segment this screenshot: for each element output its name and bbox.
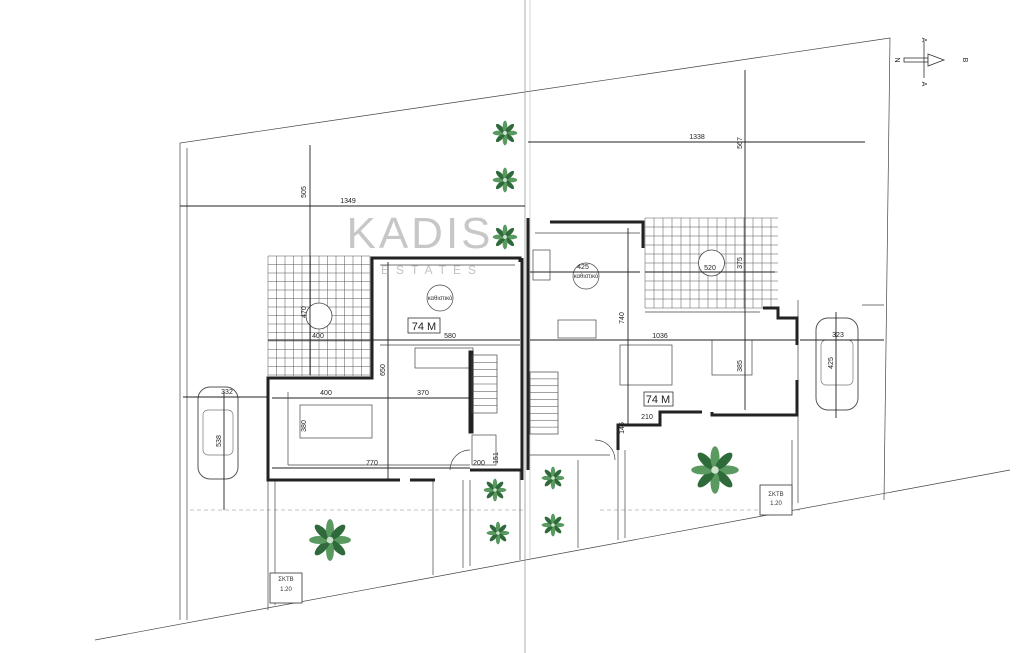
svg-text:N: N — [893, 57, 900, 62]
dim-left-house-depth: 650 — [380, 364, 387, 376]
svg-text:1.20: 1.20 — [280, 587, 292, 593]
tree-icon — [483, 478, 507, 502]
svg-text:ΣΚΤΒ: ΣΚΤΒ — [768, 492, 783, 498]
dim-left-parking-width: 332 — [221, 389, 233, 396]
dim-left-wc-width: 200 — [473, 460, 485, 467]
trees — [309, 120, 739, 561]
svg-text:ΣΚΤΒ: ΣΚΤΒ — [278, 577, 293, 583]
north-arrow-icon: N B A A — [893, 38, 968, 87]
dim-left-total-width: 770 — [366, 460, 378, 467]
tree-icon — [541, 513, 565, 537]
tree-icon — [541, 466, 565, 490]
left-house-walls — [266, 256, 524, 482]
dim-left-kitchen-depth: 380 — [301, 420, 308, 432]
dim-right-terrace-width: 520 — [704, 265, 716, 272]
tree-icon — [492, 120, 518, 146]
dim-left-plot-depth: 505 — [301, 186, 308, 198]
terrace-right — [644, 217, 778, 309]
dimension-lines — [180, 70, 884, 510]
dim-right-plot-depth: 567 — [737, 137, 744, 149]
svg-text:KADIS: KADIS — [346, 209, 493, 258]
dim-right-kitchen-depth: 385 — [737, 360, 744, 372]
dim-left-living-width: 580 — [444, 333, 456, 340]
tree-icon — [691, 446, 739, 494]
plot-boundary — [94, 0, 1011, 653]
room-label-right: καθιστικό — [574, 273, 599, 280]
svg-text:74 M: 74 M — [646, 394, 670, 406]
svg-text:A: A — [920, 82, 927, 87]
dimension-labels: 1349 505 470 400 580 650 400 370 380 770… — [216, 134, 844, 467]
room-label-left: καθιστικό — [428, 295, 453, 302]
sktv-box-left: ΣΚΤΒ 1.20 — [269, 572, 303, 604]
svg-text:1.20: 1.20 — [770, 501, 782, 507]
dim-right-parking-depth: 425 — [828, 357, 835, 369]
dim-right-plot-width: 1338 — [689, 134, 705, 141]
svg-text:ESTATES: ESTATES — [381, 263, 483, 277]
right-house-walls — [526, 218, 799, 470]
dim-left-wc-depth: 151 — [493, 452, 500, 464]
tree-icon — [492, 224, 518, 250]
dim-left-plot-width: 1349 — [340, 198, 356, 205]
dim-left-terrace-depth: 470 — [301, 306, 308, 318]
dim-right-wc-width: 210 — [641, 414, 653, 421]
svg-text:B: B — [961, 58, 968, 63]
dim-right-parking-width: 323 — [832, 332, 844, 339]
sktv-box-right: ΣΚΤΒ 1.20 — [759, 484, 793, 516]
terrace-left — [267, 255, 371, 376]
tree-icon — [492, 167, 518, 193]
dim-left-kitchen-width: 400 — [320, 390, 332, 397]
car-left-icon — [197, 386, 239, 480]
svg-text:A: A — [920, 38, 927, 43]
dim-right-terrace-depth: 375 — [737, 257, 744, 269]
dim-right-total-width: 1036 — [652, 333, 668, 340]
tree-icon — [309, 519, 351, 561]
dim-right-wc-depth: 145 — [619, 422, 626, 434]
dim-left-terrace-width: 400 — [312, 333, 324, 340]
dim-left-dining-width: 370 — [417, 390, 429, 397]
area-badge-right: 74 M — [643, 391, 674, 407]
dim-left-parking-depth: 538 — [216, 435, 223, 447]
dim-right-living-width: 425 — [577, 264, 589, 271]
tree-icon — [486, 521, 510, 545]
watermark-logo: KADIS ESTATES — [346, 209, 493, 277]
area-badge-left: 74 M — [407, 317, 441, 334]
dim-right-house-depth: 740 — [619, 312, 626, 324]
svg-text:74 M: 74 M — [412, 321, 436, 333]
